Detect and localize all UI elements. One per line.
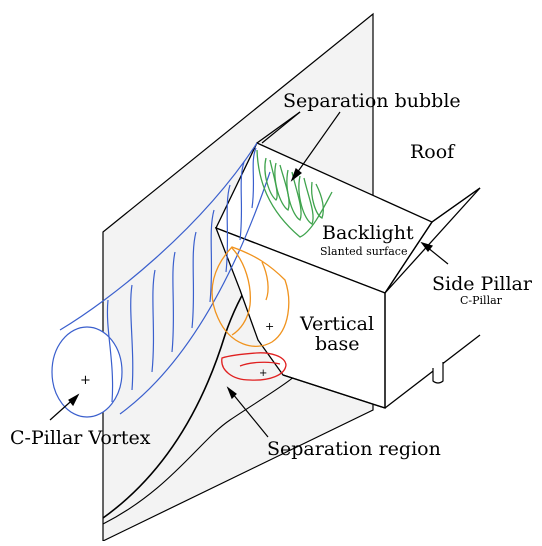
backlight-label: Backlight: [322, 222, 414, 244]
base-label: base: [315, 333, 360, 355]
roof-label: Roof: [410, 141, 456, 163]
svg-text:+: +: [80, 373, 91, 388]
backlight-sub-label: Slanted surface: [320, 245, 407, 258]
c-pillar-vortex: +: [51, 142, 271, 418]
svg-text:+: +: [265, 320, 274, 333]
separation-region-ring: +: [221, 352, 287, 381]
vertical-label: Vertical: [299, 313, 374, 335]
separation-region-label: Separation region: [267, 438, 441, 460]
separation-bubble: [256, 149, 333, 238]
side-pillar-label: Side Pillar: [432, 273, 533, 295]
side-pillar-sub-label: C-Pillar: [460, 294, 503, 307]
c-pillar-vortex-label: C-Pillar Vortex: [10, 427, 151, 449]
annotation-arrows: [49, 111, 449, 438]
vehicle-body: [214, 111, 481, 409]
separation-bubble-label: Separation bubble: [283, 90, 461, 112]
svg-text:+: +: [259, 368, 267, 379]
orange-structure: +: [211, 246, 290, 347]
